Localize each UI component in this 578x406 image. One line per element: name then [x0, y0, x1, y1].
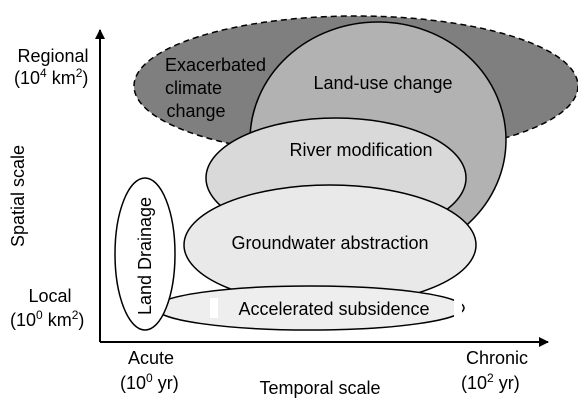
y-top-unit-close: )	[82, 68, 88, 88]
accelerated-subsidence-label: Accelerated subsidence	[238, 299, 429, 319]
climate-label-line3: change	[166, 101, 225, 121]
x-left-unit: (100 yr)	[120, 371, 179, 393]
y-top-unit-base: (10	[14, 68, 40, 88]
y-bottom-unit-tail: km	[43, 310, 72, 330]
x-left-label: Acute	[128, 348, 174, 368]
x-right-unit-exp: 2	[487, 371, 494, 385]
land-drainage-ellipse	[114, 177, 176, 331]
x-left-unit-base: (10	[120, 373, 146, 393]
y-top-label: Regional	[17, 46, 88, 66]
x-right-unit-base: (10	[461, 373, 487, 393]
y-top-unit-tail: km	[47, 68, 76, 88]
climate-label-line1: Exacerbated	[165, 55, 266, 75]
climate-label-line2: climate	[165, 78, 222, 98]
x-left-unit-tail: yr)	[153, 373, 179, 393]
y-bottom-unit-exp: 0	[36, 308, 43, 322]
y-axis-title: Spatial scale	[8, 145, 28, 247]
y-bottom-unit-base: (10	[10, 310, 36, 330]
x-right-unit: (102 yr)	[461, 371, 520, 393]
x-axis-title: Temporal scale	[259, 378, 380, 398]
climate-change-label: Exacerbated climate change	[165, 55, 271, 121]
subsidence-label-gap-right	[454, 298, 462, 318]
river-modification-label: River modification	[289, 140, 432, 160]
x-right-unit-tail: yr)	[494, 373, 520, 393]
x-left-unit-exp: 0	[146, 371, 153, 385]
y-top-unit: (104 km2)	[14, 66, 88, 88]
y-bottom-unit-close: )	[78, 310, 84, 330]
land-use-change-label: Land-use change	[313, 73, 452, 93]
land-drainage-label: Land Drainage	[135, 197, 155, 315]
x-right-label: Chronic	[466, 348, 528, 368]
y-bottom-unit-sq: 2	[72, 308, 79, 322]
subsidence-label-gap-left	[210, 298, 218, 318]
y-top-unit-sq: 2	[76, 66, 83, 80]
y-top-unit-exp: 4	[40, 66, 47, 80]
groundwater-abstraction-label: Groundwater abstraction	[231, 233, 428, 253]
y-bottom-label: Local	[28, 286, 71, 306]
y-bottom-unit: (100 km2)	[10, 308, 84, 330]
